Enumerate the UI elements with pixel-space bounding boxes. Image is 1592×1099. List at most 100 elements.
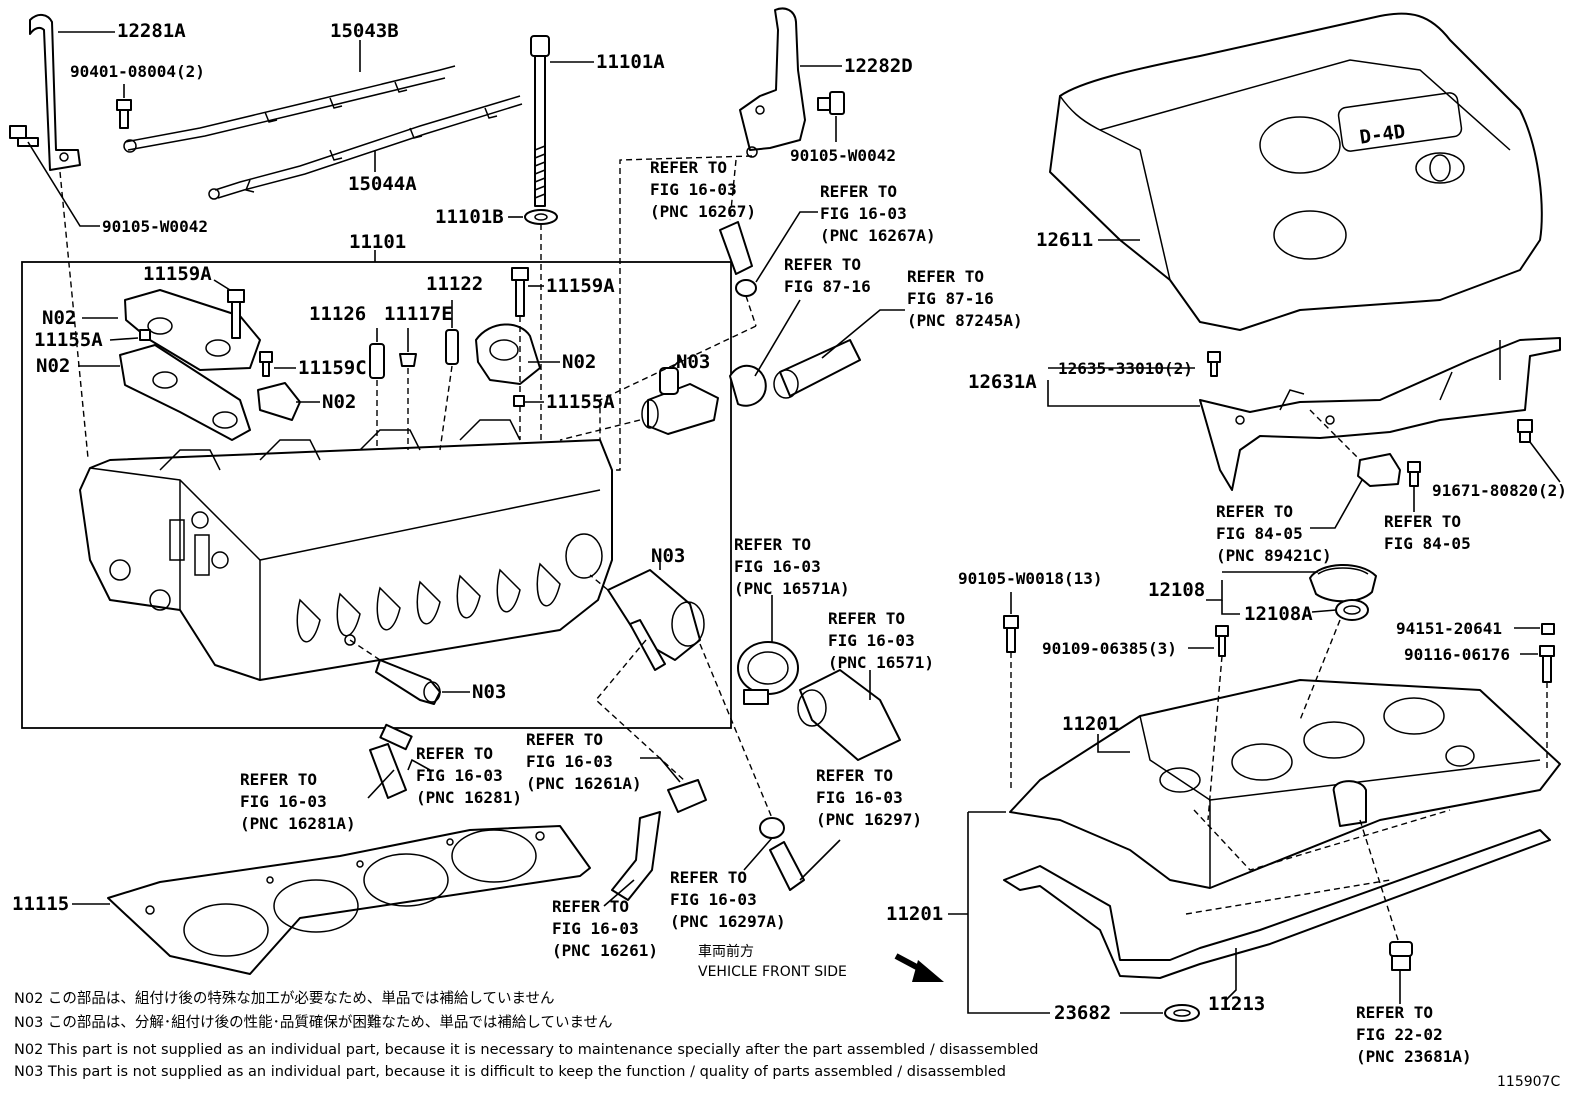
label-11201-side[interactable]: 11201 (886, 903, 943, 925)
label-11159c[interactable]: 11159C (298, 357, 367, 379)
label-11155a-right[interactable]: 11155A (546, 391, 615, 413)
cylinder-head-group-box (21, 261, 732, 729)
label-n03-b[interactable]: N03 (651, 545, 685, 567)
ref-87-16[interactable]: REFER TO FIG 87-16 (784, 255, 871, 296)
oil-filler-cap-12108 (1309, 564, 1377, 603)
ref-84-05[interactable]: REFER TO FIG 84-05 (1384, 512, 1471, 553)
label-11201-top[interactable]: 11201 (1062, 713, 1119, 735)
ref-16297-l3: (PNC 16297) (816, 810, 922, 829)
plug-11117e (399, 353, 417, 367)
head-gasket-11115 (107, 825, 591, 975)
bolt-11159a-right (511, 267, 529, 317)
label-23682[interactable]: 23682 (1054, 1002, 1111, 1024)
label-90109-06385[interactable]: 90109-06385(3) (1042, 639, 1177, 658)
ref-16571a[interactable]: REFER TO FIG 16-03 (PNC 16571A) (734, 535, 850, 598)
label-15044a[interactable]: 15044A (348, 173, 417, 195)
ref-87245a[interactable]: REFER TO FIG 87-16 (PNC 87245A) (907, 267, 1023, 330)
ref-16281[interactable]: REFER TO FIG 16-03 (PNC 16281) (416, 744, 522, 807)
label-90105-w0042-left[interactable]: 90105-W0042 (102, 217, 208, 236)
bolt-91671-80820 (1517, 419, 1533, 443)
ref-16281-l1: REFER TO (416, 744, 493, 763)
label-11101a[interactable]: 11101A (596, 51, 665, 73)
ref-16297a[interactable]: REFER TO FIG 16-03 (PNC 16297A) (670, 868, 786, 931)
hose-16297 (769, 841, 805, 891)
hose-16571 (797, 669, 901, 761)
ref-87-16-l1: REFER TO (784, 255, 861, 274)
bolt-90401-08004 (116, 99, 132, 129)
ref-87-16-l2: FIG 87-16 (784, 277, 871, 296)
hose-16261 (611, 811, 661, 901)
label-n02-b[interactable]: N02 (36, 355, 70, 377)
ref-16571a-l3: (PNC 16571A) (734, 579, 850, 598)
ref-16267a-l2: FIG 16-03 (820, 204, 907, 223)
ref-16261a[interactable]: REFER TO FIG 16-03 (PNC 16261A) (526, 730, 642, 793)
label-12611[interactable]: 12611 (1036, 229, 1093, 251)
ref-16297[interactable]: REFER TO FIG 16-03 (PNC 16297) (816, 766, 922, 829)
label-11126[interactable]: 11126 (309, 303, 366, 325)
ref-16571-l2: FIG 16-03 (828, 631, 915, 650)
label-12108[interactable]: 12108 (1148, 579, 1205, 601)
label-n02-c[interactable]: N02 (322, 391, 356, 413)
ref-16267a[interactable]: REFER TO FIG 16-03 (PNC 16267A) (820, 182, 936, 245)
water-outlet-n03-b (607, 569, 705, 671)
ref-16261-l3: (PNC 16261) (552, 941, 658, 960)
label-11101b[interactable]: 11101B (435, 206, 504, 228)
label-n02-d[interactable]: N02 (562, 351, 596, 373)
glow-plug-connector-15043b (123, 65, 456, 153)
label-12282d[interactable]: 12282D (844, 55, 913, 77)
bolt-90116-06176 (1539, 645, 1555, 683)
note-n03-en: N03 This part is not supplied as an indi… (14, 1064, 1006, 1080)
label-91671-80820[interactable]: 91671-80820(2) (1432, 481, 1567, 500)
label-11115[interactable]: 11115 (12, 893, 69, 915)
label-11159a-right[interactable]: 11159A (546, 275, 615, 297)
label-90116-06176[interactable]: 90116-06176 (1404, 645, 1510, 664)
ref-89421c[interactable]: REFER TO FIG 84-05 (PNC 89421C) (1216, 502, 1332, 565)
label-n03-a[interactable]: N03 (676, 351, 710, 373)
label-12281a[interactable]: 12281A (117, 20, 186, 42)
label-11122[interactable]: 11122 (426, 273, 483, 295)
ref-16281-l2: FIG 16-03 (416, 766, 503, 785)
label-12108a[interactable]: 12108A (1244, 603, 1313, 625)
clamp-87-16 (729, 365, 767, 407)
ref-16281a[interactable]: REFER TO FIG 16-03 (PNC 16281A) (240, 770, 356, 833)
label-15043b[interactable]: 15043B (330, 20, 399, 42)
ref-23681a[interactable]: REFER TO FIG 22-02 (PNC 23681A) (1356, 1003, 1472, 1066)
bracket-12631a (1199, 337, 1561, 491)
cylinder-head (79, 419, 613, 681)
ref-16571[interactable]: REFER TO FIG 16-03 (PNC 16571) (828, 609, 934, 672)
ref-16267a-l3: (PNC 16267A) (820, 226, 936, 245)
cylinder-head-cover-11201 (1009, 679, 1561, 889)
label-11101[interactable]: 11101 (349, 231, 406, 253)
label-n02-a[interactable]: N02 (42, 307, 76, 329)
stud-12635-33010 (1207, 351, 1221, 377)
bolt-94151-20641 (1541, 623, 1555, 635)
ref-16297-l1: REFER TO (816, 766, 893, 785)
ref-87245a-l3: (PNC 87245A) (907, 311, 1023, 330)
clamp-16297a (759, 817, 785, 839)
label-11155a-left[interactable]: 11155A (34, 329, 103, 351)
ref-16261a-l1: REFER TO (526, 730, 603, 749)
ref-16261-l1: REFER TO (552, 897, 629, 916)
bracket-12282d (739, 7, 806, 158)
label-11213[interactable]: 11213 (1208, 993, 1265, 1015)
label-n03-c[interactable]: N03 (472, 681, 506, 703)
hose-16281 (369, 723, 413, 799)
label-11117e[interactable]: 11117E (384, 303, 453, 325)
ref-16281-l3: (PNC 16281) (416, 788, 522, 807)
label-12631a[interactable]: 12631A (968, 371, 1037, 393)
label-12635-33010[interactable]: 12635-33010(2) (1058, 359, 1193, 378)
label-90105-w0042-top[interactable]: 90105-W0042 (790, 146, 896, 165)
label-90401-08004[interactable]: 90401-08004(2) (70, 62, 205, 81)
engine-cover-12611: D-4D (1049, 12, 1543, 331)
label-90105-w0018[interactable]: 90105-W0018(13) (958, 569, 1103, 588)
ref-16261[interactable]: REFER TO FIG 16-03 (PNC 16261) (552, 897, 658, 960)
label-11159a-left[interactable]: 11159A (143, 263, 212, 285)
camshaft-bearing-cap-n02-c (257, 382, 301, 421)
ref-16267-l1: REFER TO (650, 158, 727, 177)
ref-16261a-l2: FIG 16-03 (526, 752, 613, 771)
label-94151-20641[interactable]: 94151-20641 (1396, 619, 1502, 638)
bolt-11159a-left (227, 289, 245, 339)
ref-16267[interactable]: REFER TO FIG 16-03 (PNC 16267) (650, 158, 756, 221)
stud-90109-06385 (1215, 625, 1229, 657)
ref-16571a-l2: FIG 16-03 (734, 557, 821, 576)
